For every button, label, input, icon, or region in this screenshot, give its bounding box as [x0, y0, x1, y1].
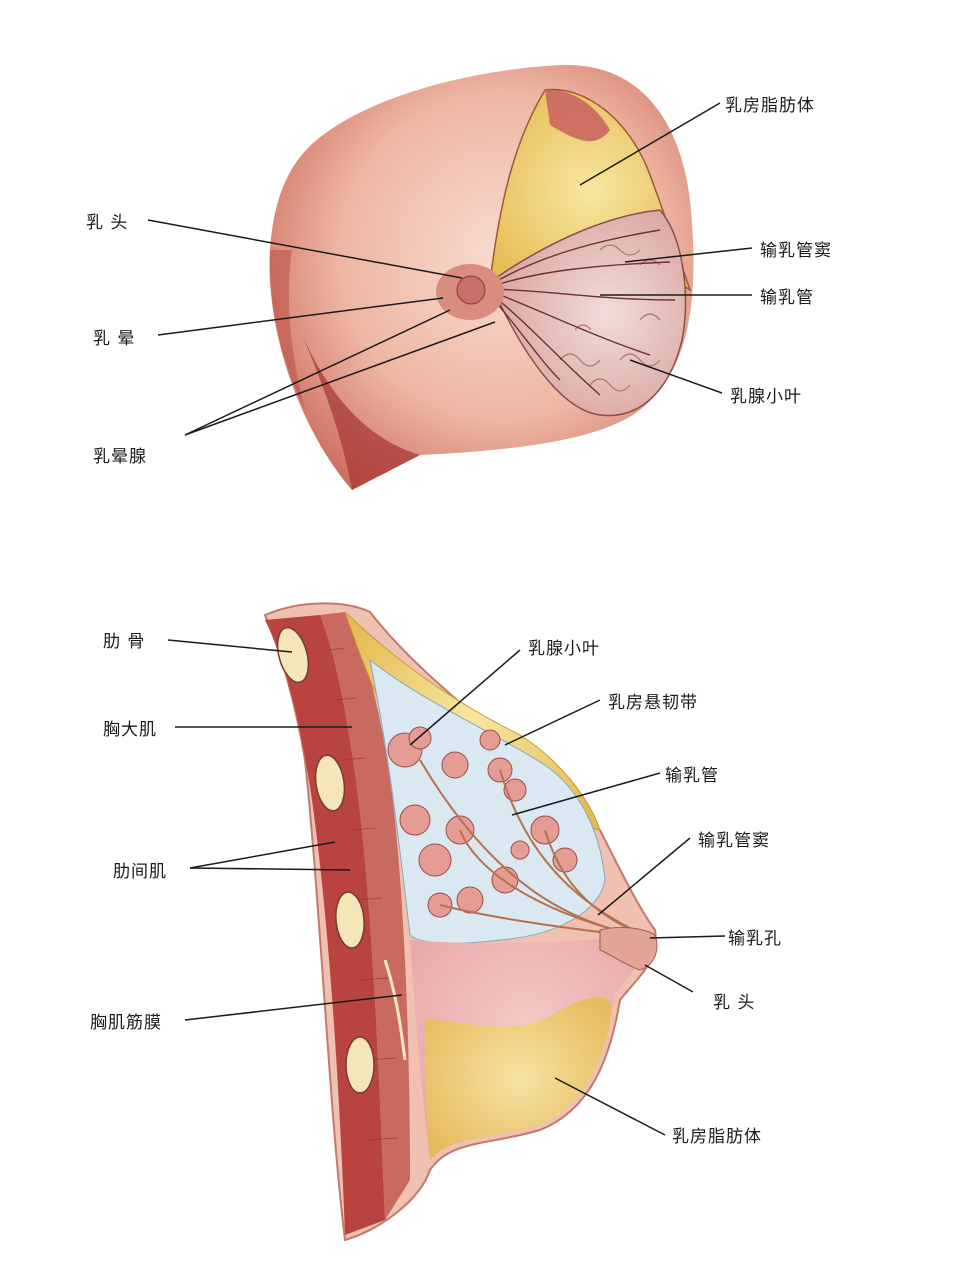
rib-4 — [345, 1036, 375, 1094]
rib-3 — [335, 891, 365, 949]
top-breast-figure — [147, 64, 753, 490]
bottom-nipple — [599, 927, 658, 971]
bottom-label-suspensory-ligament: 乳房悬韧带 — [608, 693, 698, 713]
top-leader-lines — [147, 102, 753, 436]
top-label-areolar-glands: 乳晕腺 — [93, 447, 147, 467]
bottom-label-nipple: 乳 头 — [713, 993, 756, 1013]
bottom-lobules — [387, 726, 578, 918]
bottom-lower-fat — [424, 996, 612, 1160]
bottom-leader-lines — [167, 639, 726, 1136]
bottom-ribs — [276, 626, 375, 1094]
top-label-fat-body: 乳房脂肪体 — [725, 96, 815, 116]
bottom-label-fat-body: 乳房脂肪体 — [672, 1127, 762, 1147]
top-cutaway-muscle-strip — [545, 89, 610, 142]
bottom-label-rib: 肋 骨 — [103, 632, 146, 652]
top-label-areola: 乳 晕 — [93, 329, 136, 349]
bottom-label-lactiferous-duct: 输乳管 — [665, 766, 719, 786]
rib-2 — [314, 754, 346, 812]
top-nipple — [456, 275, 486, 305]
top-skin-shadow — [300, 330, 420, 490]
bottom-label-lobule: 乳腺小叶 — [528, 639, 600, 659]
bottom-label-lactiferous-sinus: 输乳管窦 — [698, 831, 770, 851]
bottom-label-pectoral-fascia: 胸肌筋膜 — [90, 1013, 162, 1033]
top-skin-left-shade — [269, 250, 305, 410]
top-label-lactiferous-sinus: 输乳管窦 — [760, 241, 832, 261]
top-label-nipple: 乳 头 — [86, 213, 129, 233]
rib-1 — [276, 626, 310, 684]
bottom-pectoral-fascia — [383, 959, 407, 1061]
top-label-lobule: 乳腺小叶 — [730, 387, 802, 407]
top-lobule-texture — [559, 244, 661, 392]
bottom-label-pectoralis-major: 胸大肌 — [103, 720, 157, 740]
bottom-label-duct-opening: 输乳孔 — [728, 929, 782, 949]
bottom-pectoralis-major — [320, 612, 410, 1220]
bottom-breast-figure — [167, 602, 726, 1242]
top-label-lactiferous-duct: 输乳管 — [760, 288, 814, 308]
bottom-label-intercostal-muscle: 肋间肌 — [113, 862, 167, 882]
